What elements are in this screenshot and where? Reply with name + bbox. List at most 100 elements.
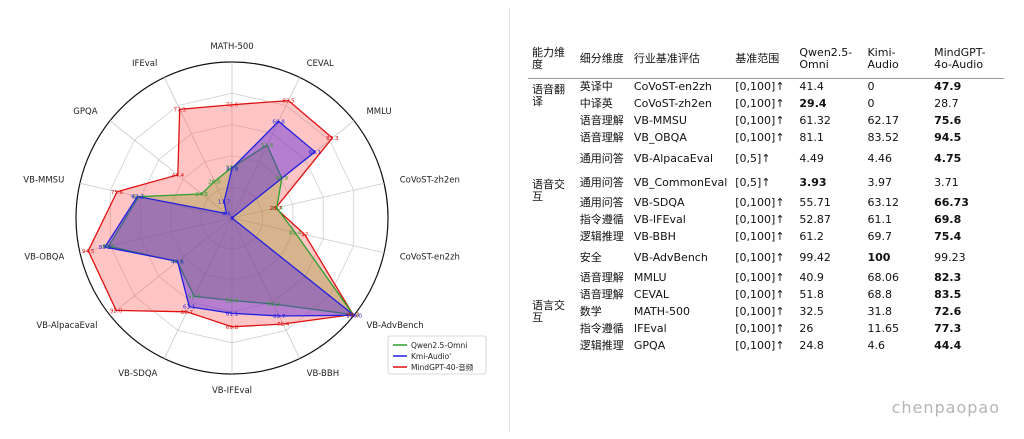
data-label: 41.4 — [289, 230, 302, 236]
cell-qwen: 24.8 — [799, 339, 824, 352]
header-kimi: Kimi-Audio — [863, 40, 931, 79]
cell-subdimension: 指令遵循 — [579, 213, 624, 226]
cell-range: [0,100]↑ — [735, 322, 785, 335]
cell-mindgpt: 75.4 — [934, 230, 962, 243]
cell-benchmark: VB_OBQA — [633, 131, 687, 144]
data-label: 0 — [230, 216, 234, 222]
cell-qwen: 99.42 — [799, 250, 831, 264]
data-label: 94.5 — [82, 249, 95, 255]
cell-qwen: 61.32 — [799, 114, 831, 127]
header-mindgpt: MindGPT-4o-Audio — [930, 40, 1004, 79]
data-label: 83.5 — [282, 99, 295, 105]
cell-qwen: 51.8 — [799, 288, 824, 301]
cell-subdimension: 逻辑推理 — [579, 339, 624, 352]
radar-spoke — [231, 217, 301, 359]
cell-benchmark: VB-AdvBench — [633, 250, 708, 264]
cell-range: [0,100]↑ — [735, 339, 785, 352]
cell-kimi: 11.65 — [867, 322, 899, 335]
cell-subdimension: 通用问答 — [579, 151, 624, 165]
cell-kimi: 63.12 — [867, 196, 899, 209]
radar-spoke — [231, 217, 385, 254]
legend-label: MindGPT-40-音频 — [411, 362, 474, 372]
cell-mindgpt: 72.6 — [934, 305, 962, 318]
data-label: 44.9 — [171, 260, 184, 266]
data-label: 75.4 — [277, 322, 290, 328]
data-label: 11.7 — [218, 200, 231, 206]
cell-mindgpt: 28.7 — [934, 97, 959, 110]
cell-range: [0,100]↑ — [735, 114, 785, 127]
header-range: 基准范围 — [731, 40, 796, 79]
cell-range: [0,5]↑ — [735, 175, 771, 189]
cell-kimi: 69.7 — [867, 230, 892, 243]
cell-subdimension: 数学 — [579, 305, 602, 318]
cell-dimension: 语言交互 — [532, 299, 565, 324]
cell-range: [0,100]↑ — [735, 305, 785, 318]
cell-range: [0,100]↑ — [735, 97, 785, 110]
cell-qwen: 4.49 — [799, 151, 824, 165]
table-header-row: 能力维度 细分维度 行业基准评估 基准范围 Qwen2.5-Omni Kimi-… — [528, 40, 1004, 79]
cell-range: [0,100]↑ — [735, 213, 785, 226]
cell-mindgpt: 4.75 — [934, 151, 962, 165]
cell-kimi: 68.8 — [867, 288, 892, 301]
data-label: 26.0 — [208, 179, 221, 185]
cell-mindgpt: 94.5 — [934, 131, 962, 144]
cell-dimension: 语音交互 — [532, 178, 565, 203]
data-label: 55.7 — [188, 294, 201, 300]
cell-subdimension: 语音理解 — [579, 271, 624, 284]
cell-range: [0,5]↑ — [735, 151, 771, 165]
series-area-1 — [103, 120, 356, 317]
cell-mindgpt: 83.5 — [934, 288, 962, 301]
axis-category-label: VB-BBH — [307, 369, 339, 379]
axis-category-label: GPQA — [73, 107, 97, 117]
benchmark-table: 能力维度 细分维度 行业基准评估 基准范围 Qwen2.5-Omni Kimi-… — [528, 40, 1004, 355]
data-label: 61.3 — [133, 195, 146, 201]
header-subdimension: 细分维度 — [575, 40, 630, 79]
cell-subdimension: 中译英 — [579, 97, 613, 110]
data-label: 51.8 — [261, 143, 274, 149]
data-label: 75.6 — [111, 190, 124, 196]
legend-label: Kmi-Audio' — [411, 352, 451, 361]
data-label: 31.8 — [226, 166, 239, 172]
cell-benchmark: MATH-500 — [633, 305, 691, 318]
cell-subdimension: 语音理解 — [579, 131, 624, 144]
axis-category-label: CEVAL — [307, 59, 334, 69]
axis-category-label: IFEval — [132, 59, 157, 69]
cell-benchmark: VB-IFEval — [633, 213, 686, 226]
axis-category-label: MATH-500 — [210, 42, 253, 52]
cell-qwen: 32.5 — [799, 305, 824, 318]
data-label: 69.7 — [273, 314, 286, 320]
data-label: 68.8 — [272, 119, 285, 125]
cell-benchmark: CoVoST-en2zh — [633, 80, 712, 94]
cell-qwen: 81.1 — [799, 131, 824, 144]
data-label: 47 — [301, 233, 309, 239]
header-benchmark: 行业基准评估 — [629, 40, 732, 79]
cell-subdimension: 通用问答 — [579, 196, 624, 209]
data-label: 61.1 — [226, 311, 239, 317]
cell-subdimension: 安全 — [579, 250, 602, 264]
data-label: 100.0 — [346, 313, 362, 319]
radar-svg: 32.551.840.929.441.499.461.252.955.744.9… — [23, 42, 487, 396]
cell-kimi: 100 — [867, 250, 891, 264]
series-area-0 — [107, 144, 355, 316]
cell-qwen: 41.4 — [799, 80, 824, 94]
radar-spoke — [109, 120, 233, 219]
cell-mindgpt: 75.6 — [934, 114, 962, 127]
axis-category-label: VB-MMSU — [23, 176, 64, 186]
axis-category-label: CoVoST-en2zh — [400, 252, 460, 262]
cell-range: [0,100]↑ — [735, 230, 785, 243]
cell-kimi: 31.8 — [867, 305, 892, 318]
radar-spoke — [109, 217, 233, 316]
cell-dimension: 语音翻译 — [532, 82, 565, 108]
cell-benchmark: IFEval — [633, 322, 667, 335]
cell-range: [0,100]↑ — [735, 131, 785, 144]
cell-range: [0,100]↑ — [735, 80, 785, 94]
cell-kimi: 0 — [867, 97, 875, 110]
cell-range: [0,100]↑ — [735, 288, 785, 301]
